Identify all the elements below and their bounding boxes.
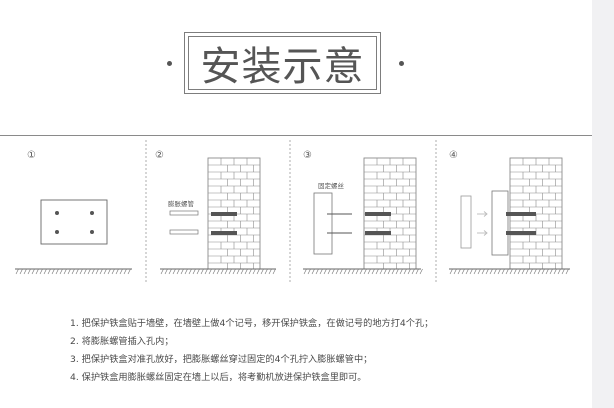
instruction-step-3: 3. 把保护铁盒对准孔放好，把膨胀螺丝穿过固定的4个孔拧入膨胀螺管中；	[70, 354, 373, 365]
floor-hatch	[303, 268, 423, 275]
panel-2-label: 膨胀螺管	[168, 199, 195, 208]
instruction-step-4: 4. 保护铁盒用膨胀螺丝固定在墙上以后，将考勤机放进保护铁盒里即可。	[70, 372, 367, 383]
panel-2-number: ②	[155, 150, 164, 161]
floor-hatch	[160, 268, 276, 275]
expansion-tube	[169, 210, 199, 216]
drilled-hole	[211, 231, 237, 235]
panel-3: ③ 固定螺丝	[303, 150, 423, 275]
panel-4: ④	[449, 150, 570, 275]
mark-dot	[90, 211, 94, 215]
panel-2: ② 膨胀螺管	[155, 150, 276, 275]
floor-hatch	[449, 268, 569, 275]
panel-1-number: ①	[27, 150, 36, 161]
protective-box-side	[491, 190, 509, 256]
protective-box-front	[40, 199, 108, 245]
attendance-machine-side	[460, 195, 472, 249]
panel-3-label: 固定螺丝	[318, 181, 345, 190]
instruction-step-2: 2. 将膨胀螺管插入孔内；	[70, 336, 174, 347]
panel-3-number: ③	[303, 150, 312, 161]
protective-box-side	[313, 192, 333, 255]
panel-4-number: ④	[449, 150, 458, 161]
instruction-list: 1. 把保护铁盒贴于墙壁，在墙壁上做4个记号，移开保护铁盒，在做记号的地方打4个…	[70, 315, 433, 387]
instruction-step-1: 1. 把保护铁盒贴于墙壁，在墙壁上做4个记号，移开保护铁盒，在做记号的地方打4个…	[70, 318, 434, 329]
arrow-icon	[477, 211, 488, 236]
expansion-tube	[169, 229, 199, 235]
title-dot-right	[399, 61, 404, 66]
screw-in-tube	[365, 212, 391, 216]
drilled-hole	[211, 212, 237, 216]
floor-hatch	[15, 268, 131, 275]
panel-1: ①	[15, 150, 132, 275]
title-frame: 安装示意	[184, 32, 381, 94]
mounted-screw	[506, 212, 536, 216]
mounted-screw	[506, 231, 536, 235]
right-margin-strip	[592, 0, 614, 408]
mark-dot	[55, 230, 59, 234]
screw-in-tube	[365, 231, 391, 235]
header-divider	[0, 135, 592, 136]
page-title: 安装示意	[188, 36, 377, 90]
mark-dot	[55, 211, 59, 215]
installation-diagram: ① ② 膨胀螺管 ③ 固定螺丝 ④	[15, 140, 570, 282]
mark-dot	[90, 230, 94, 234]
title-dot-left	[167, 61, 172, 66]
